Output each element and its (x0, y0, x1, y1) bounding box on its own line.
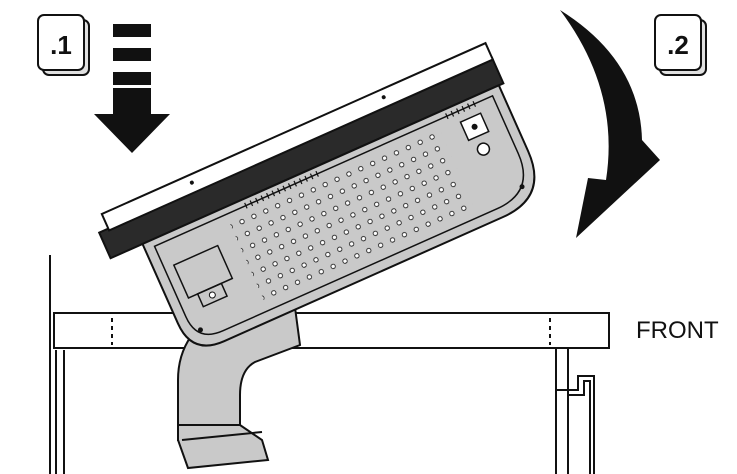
step-1-label: .1 (50, 30, 72, 60)
step-1-badge: .1 (37, 14, 90, 76)
step-2-badge: .2 (654, 14, 707, 76)
counter-cabinet (49, 255, 610, 474)
curved-arrow-icon (560, 10, 660, 238)
step-2-label: .2 (667, 30, 689, 60)
vent-holes (227, 125, 476, 304)
down-arrow-icon (94, 24, 170, 153)
front-label: FRONT (636, 317, 719, 344)
countertop (53, 312, 610, 349)
hob-appliance-icon (97, 41, 536, 347)
